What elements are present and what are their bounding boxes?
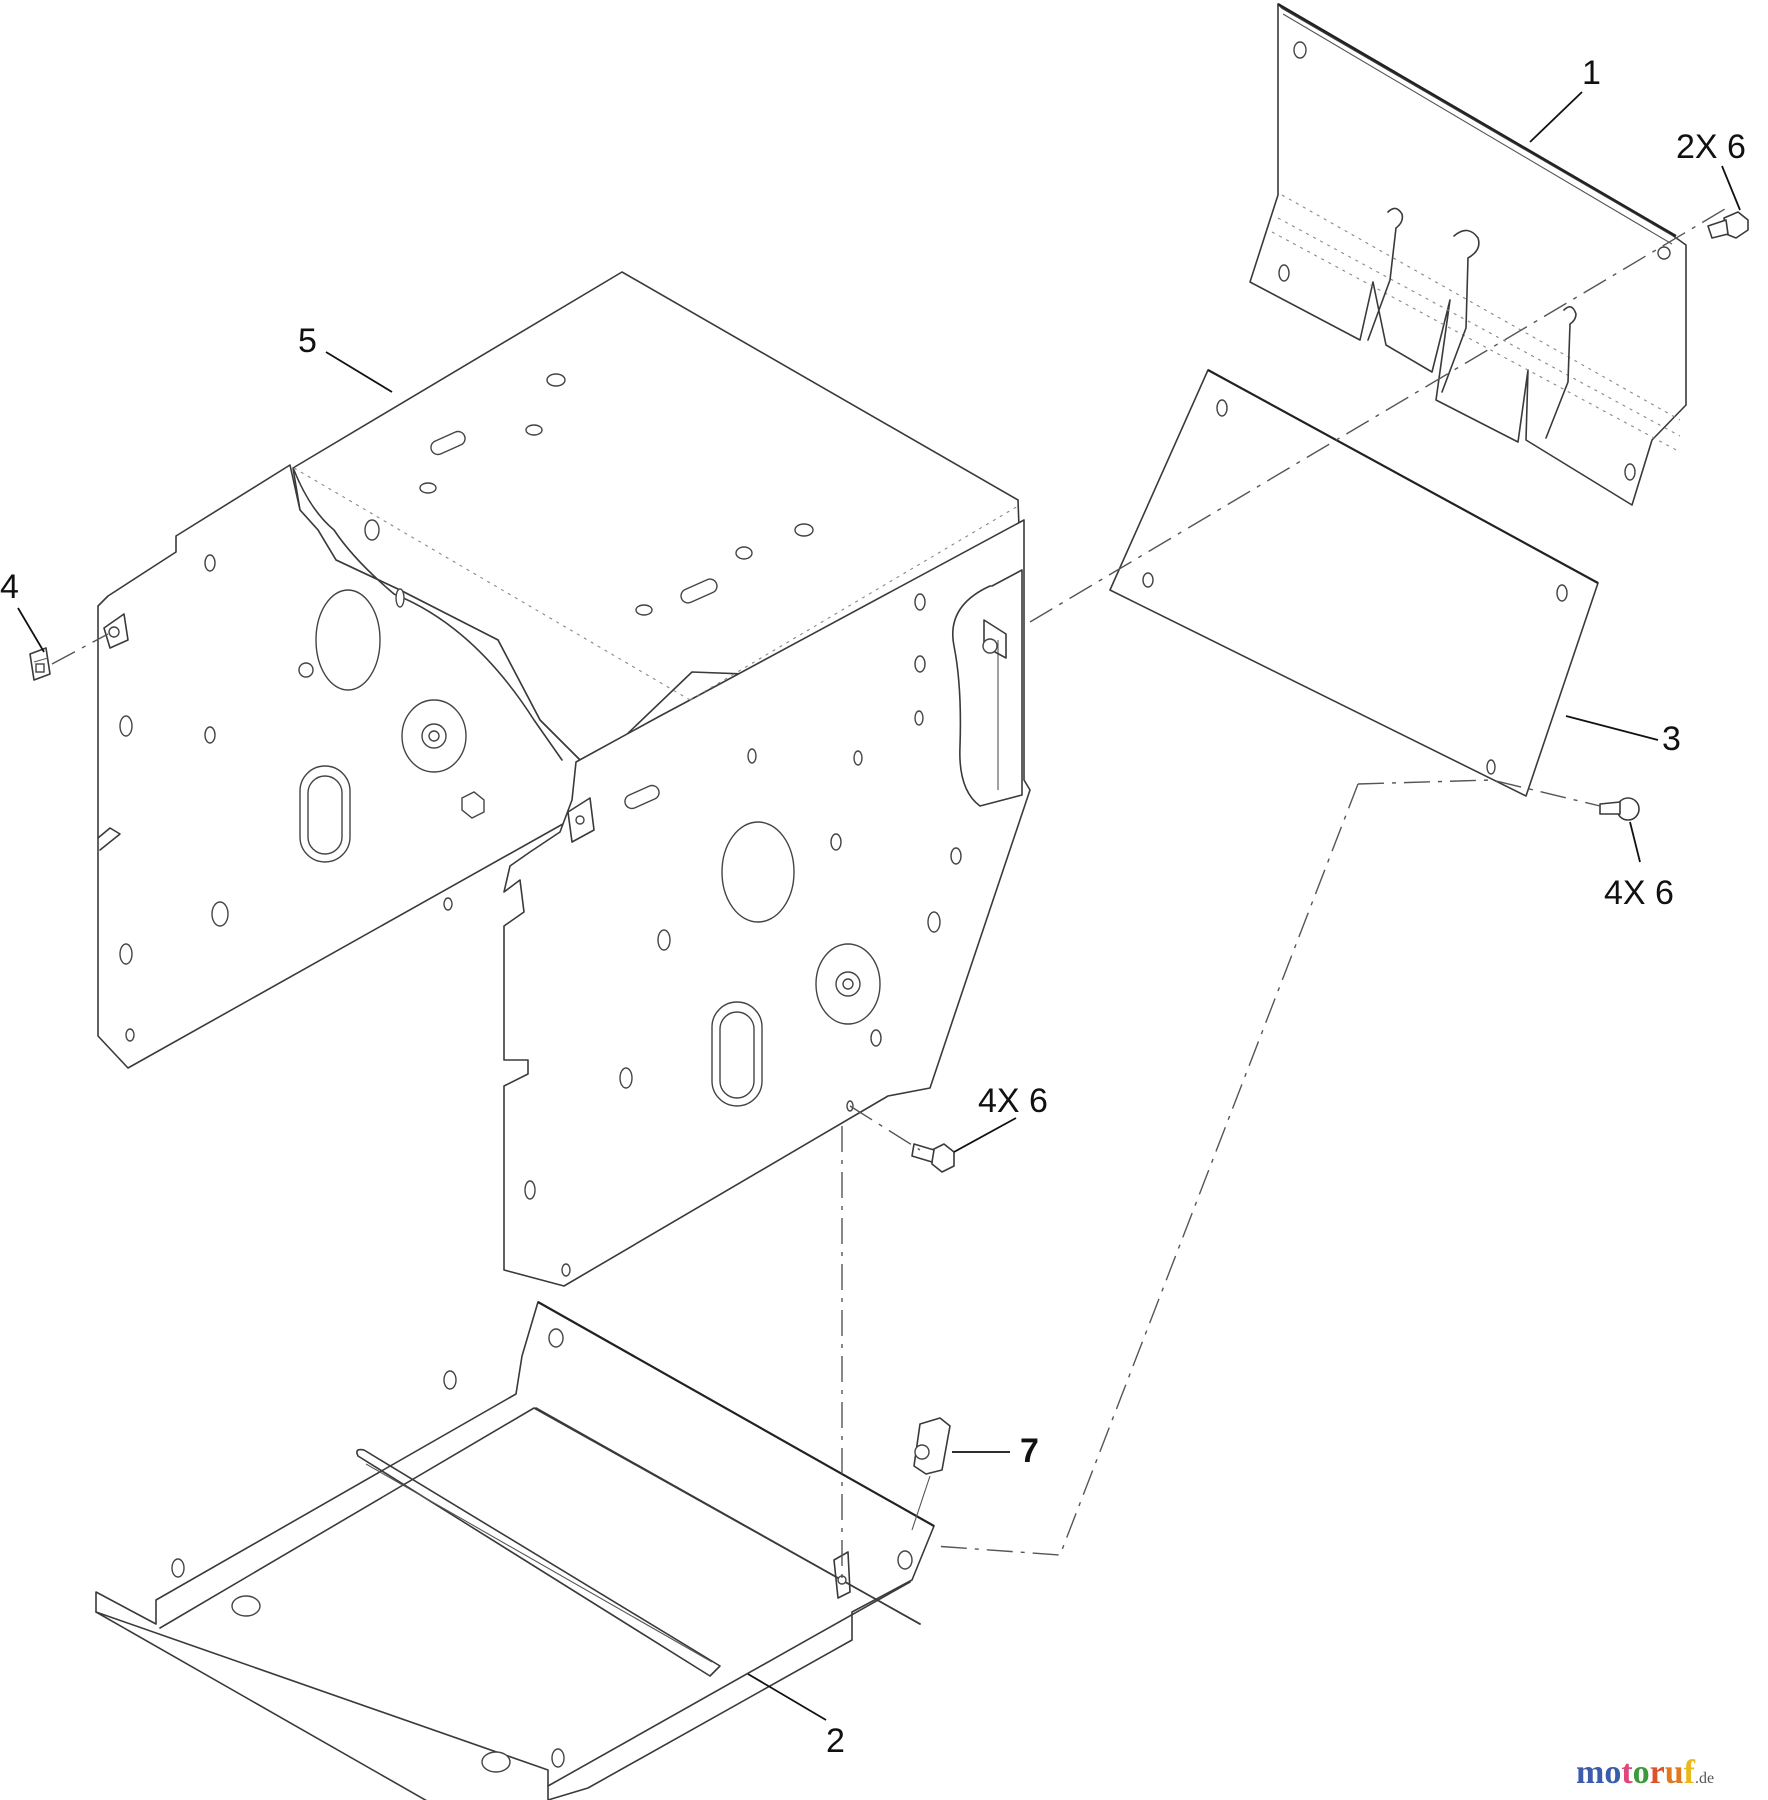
watermark-letter: m	[1576, 1754, 1605, 1791]
callout-part-3: 3	[1662, 720, 1681, 758]
part-5-housing	[97, 271, 1031, 1287]
callout-qty-4x6-right: 4X 6	[1604, 874, 1674, 912]
callout-part-7: 7	[1020, 1432, 1039, 1470]
leader-lines	[17, 91, 1741, 1721]
callout-part-2: 2	[826, 1722, 845, 1760]
watermark-letter: u	[1664, 1754, 1684, 1791]
watermark-letter: o	[1604, 1754, 1622, 1791]
watermark-tld: .de	[1695, 1770, 1715, 1787]
assembly-lines	[51, 205, 1731, 1580]
watermark-letter: t	[1621, 1754, 1633, 1791]
watermark-letter: o	[1632, 1754, 1650, 1791]
callout-qty-4x6-middle: 4X 6	[978, 1082, 1048, 1120]
screw-middle	[911, 1143, 955, 1173]
screw-right	[1599, 797, 1640, 821]
part-7-clip-nut	[913, 1417, 951, 1475]
part-2-tray	[95, 1301, 935, 1800]
part-1-bracket	[1249, 3, 1687, 506]
screw-top-right	[1707, 211, 1749, 239]
part-4-clip	[29, 647, 51, 681]
callout-part-4: 4	[0, 568, 19, 606]
callout-part-1: 1	[1582, 54, 1601, 92]
watermark-logo: motoruf.de	[1576, 1754, 1714, 1792]
callout-part-5: 5	[298, 322, 317, 360]
watermark-letter: f	[1683, 1754, 1695, 1791]
part-3-plate	[1109, 369, 1599, 797]
watermark-letter: r	[1649, 1754, 1665, 1791]
callout-qty-2x6: 2X 6	[1676, 128, 1746, 166]
